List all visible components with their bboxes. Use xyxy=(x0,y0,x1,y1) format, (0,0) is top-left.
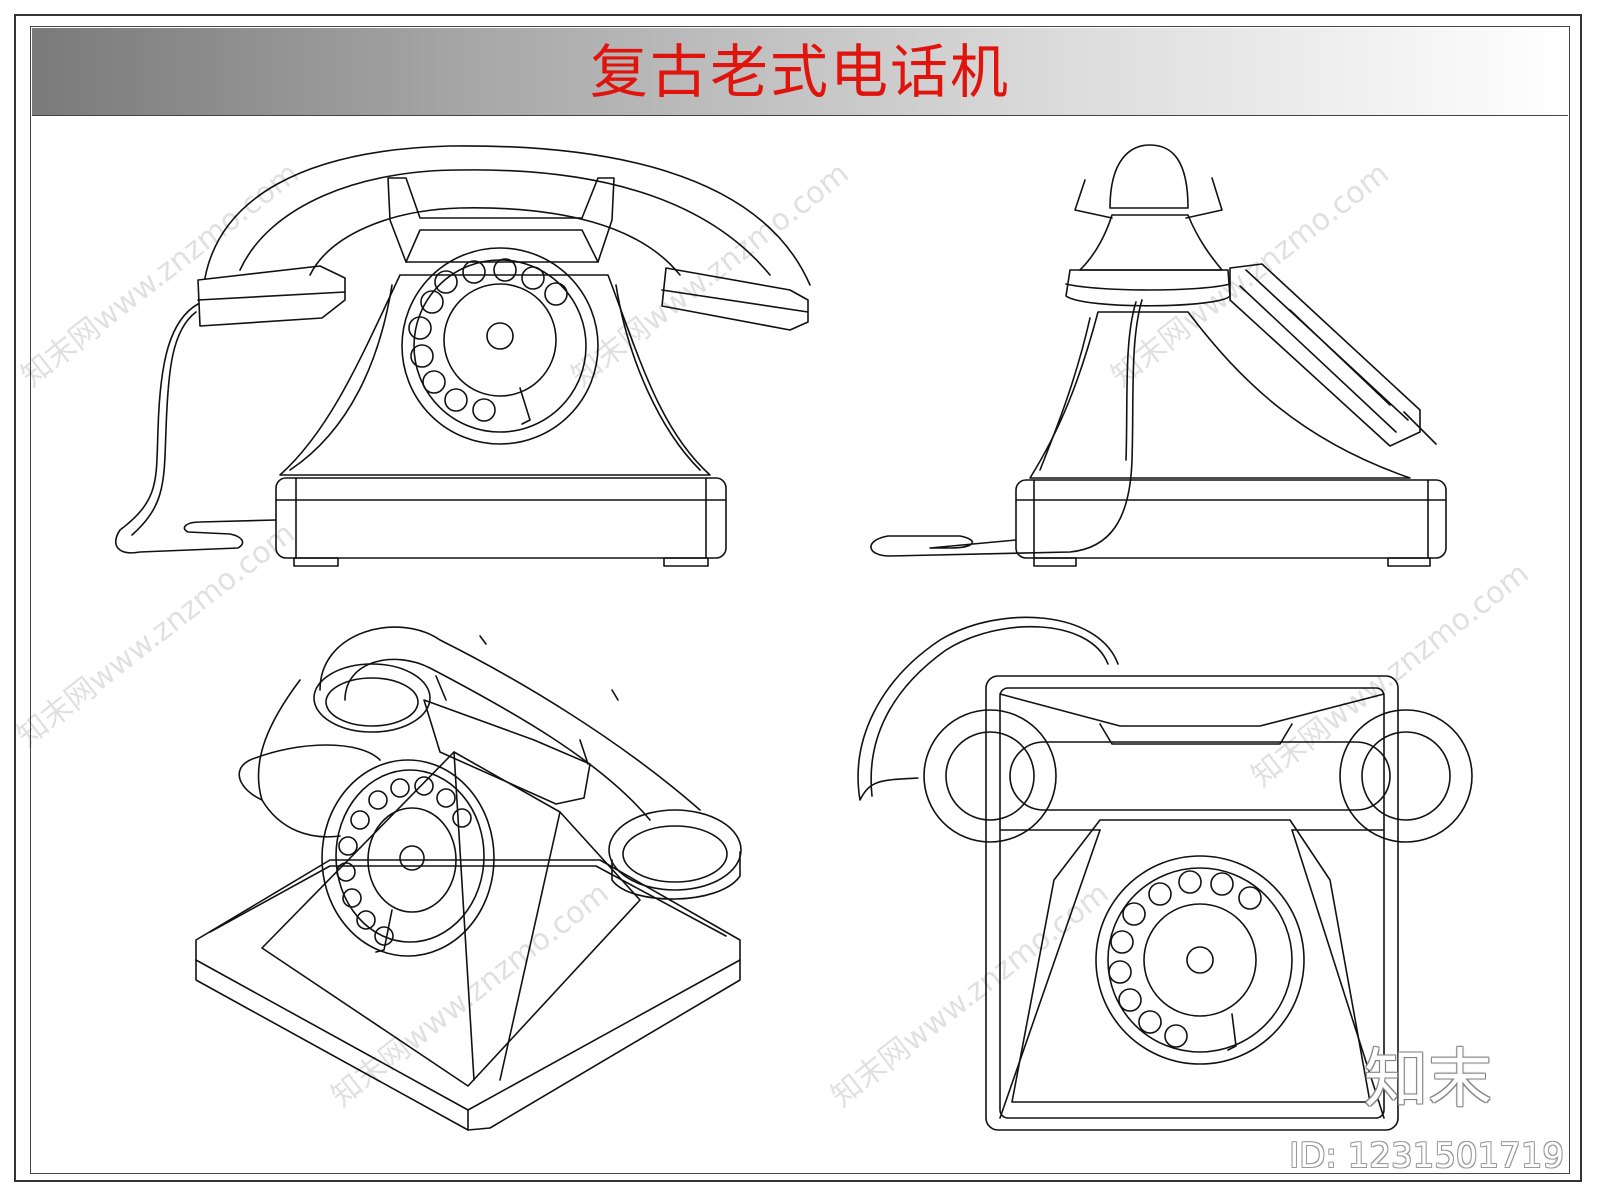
top-handset xyxy=(1009,741,1391,811)
phone-base xyxy=(275,477,727,559)
side-cord xyxy=(870,299,1143,557)
iso-cradle xyxy=(423,699,591,805)
phone-body xyxy=(279,274,711,476)
title-band xyxy=(32,28,1568,116)
page-title: 复古老式电话机 xyxy=(589,38,1010,106)
finger-stop xyxy=(519,387,531,425)
iso-cord xyxy=(238,679,381,801)
top-base xyxy=(985,675,1399,1131)
top-view xyxy=(857,616,1473,1131)
iso-dial xyxy=(321,759,495,957)
side-view xyxy=(870,144,1447,567)
side-body xyxy=(1029,311,1411,479)
top-earpiece-left xyxy=(923,709,1057,843)
iso-base xyxy=(195,859,741,1131)
front-view xyxy=(115,145,811,567)
iso-handset xyxy=(319,626,701,811)
outer-frame xyxy=(14,14,1582,1182)
side-base xyxy=(1015,479,1447,559)
cradle xyxy=(387,177,615,263)
top-dial-holes xyxy=(1108,870,1262,1048)
top-earpiece-right xyxy=(1339,709,1473,843)
isometric-view xyxy=(195,626,742,1131)
right-earpiece xyxy=(661,267,809,331)
inner-frame xyxy=(30,26,1570,1174)
handset-earcap xyxy=(1109,144,1189,209)
handset-top-arc xyxy=(204,145,811,286)
side-dial xyxy=(1229,263,1421,447)
iso-earpiece xyxy=(313,663,431,733)
coiled-cord xyxy=(115,303,277,554)
top-body xyxy=(1011,819,1371,1103)
iso-body xyxy=(261,751,641,1087)
id-label: ID: 1231501719 xyxy=(1289,1136,1564,1176)
top-cord xyxy=(857,616,1119,801)
top-dial xyxy=(1095,855,1305,1065)
left-earpiece xyxy=(197,265,346,327)
brand-logo: 知末 xyxy=(1364,1043,1492,1117)
dial-holes xyxy=(408,258,568,422)
iso-dial-holes xyxy=(336,776,472,946)
iso-mouthpiece xyxy=(608,809,742,891)
rotary-dial xyxy=(401,247,599,445)
